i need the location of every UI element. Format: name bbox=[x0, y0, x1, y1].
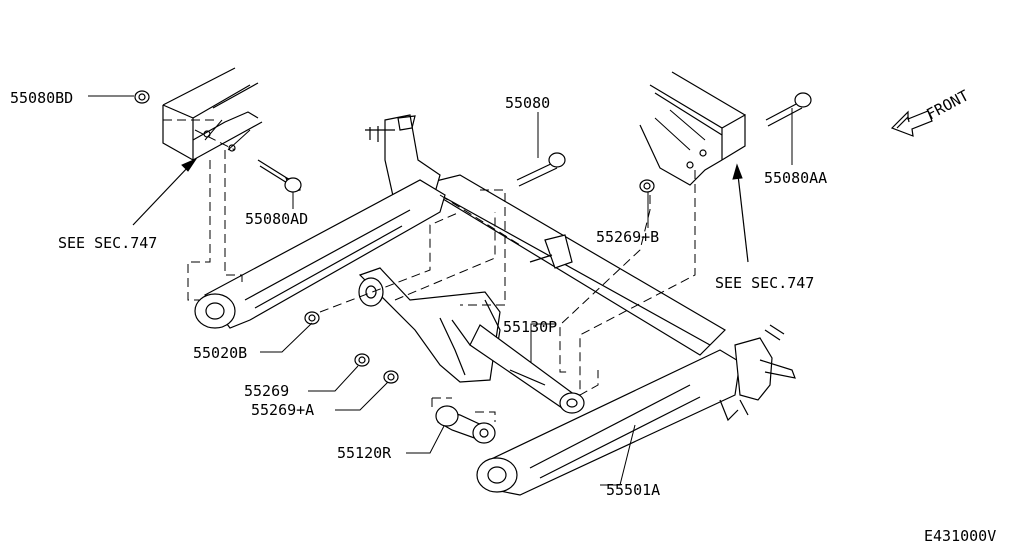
nut-55080BD bbox=[134, 90, 150, 104]
bolt-55080AD bbox=[257, 159, 302, 193]
rear-suspension-member bbox=[194, 114, 796, 496]
callout-55120R: 55120R bbox=[337, 444, 392, 462]
bolt-55080AA bbox=[765, 92, 812, 127]
nut-55269B bbox=[639, 179, 655, 193]
callout-55020B: 55020B bbox=[193, 344, 247, 362]
callout-55501A: 55501A bbox=[606, 481, 660, 499]
front-arrow-icon bbox=[890, 110, 933, 137]
fasteners bbox=[134, 90, 812, 384]
nut-55269A bbox=[383, 370, 399, 384]
left-body-member bbox=[162, 67, 263, 161]
reference-labels: SEE SEC.747 SEE SEC.747 FRONT E431000V bbox=[58, 86, 996, 543]
diagram-code: E431000V bbox=[924, 527, 996, 543]
callout-55269: 55269 bbox=[244, 382, 289, 400]
assembly-guides bbox=[187, 150, 696, 422]
callout-55269A: 55269+A bbox=[251, 401, 314, 419]
callout-55269B: 55269+B bbox=[596, 228, 659, 246]
callout-55080AD: 55080AD bbox=[245, 210, 308, 228]
leader-lines bbox=[88, 95, 793, 486]
nut-55269 bbox=[354, 353, 370, 367]
callout-labels: 55080BD 55080AD 55080 55080AA 55269+B 55… bbox=[10, 89, 827, 499]
front-label: FRONT bbox=[923, 86, 971, 123]
see-sec-747-right: SEE SEC.747 bbox=[715, 274, 814, 292]
right-body-member bbox=[639, 71, 746, 186]
callout-55080BD: 55080BD bbox=[10, 89, 73, 107]
see-sec-747-left: SEE SEC.747 bbox=[58, 234, 157, 252]
callout-55130P: 55130P bbox=[503, 318, 557, 336]
bolt-55080 bbox=[516, 152, 566, 187]
callout-55080: 55080 bbox=[505, 94, 550, 112]
nut-55020B bbox=[304, 311, 320, 325]
callout-55080AA: 55080AA bbox=[764, 169, 827, 187]
see-section-arrows bbox=[132, 157, 749, 263]
